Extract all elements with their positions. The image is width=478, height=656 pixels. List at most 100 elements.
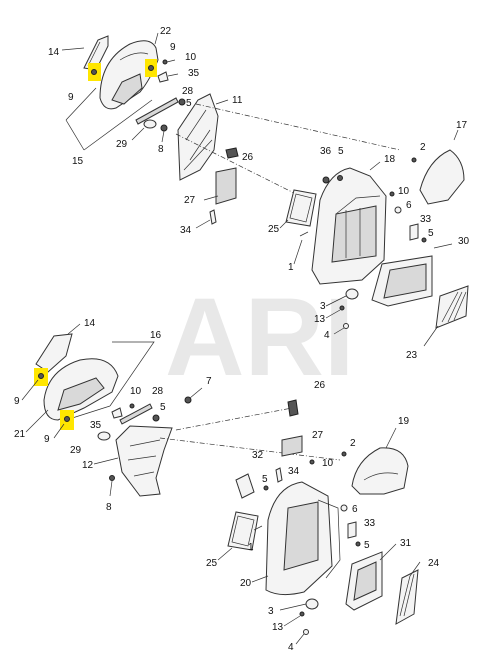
label-14-bottom: 14: [84, 318, 96, 329]
label-35-top: 35: [188, 68, 200, 79]
label-4-top: 4: [324, 330, 330, 341]
label-2-top: 2: [420, 142, 426, 153]
label-28-top: 28: [182, 86, 194, 97]
part-32-bottom: [235, 473, 255, 499]
part-6-right: [394, 206, 402, 214]
part-28-bottom: [119, 403, 153, 425]
part-3-bottom: [305, 598, 319, 610]
label-13-bottom: 13: [272, 622, 284, 633]
label-17-top: 17: [456, 120, 468, 131]
part-5-frame: [337, 175, 343, 181]
label-26-bottom: 26: [314, 380, 326, 391]
part-5-bottom-mid: [263, 485, 269, 491]
label-5-right: 5: [428, 228, 434, 239]
label-1-top: 1: [288, 262, 294, 273]
label-10-bottom-mid: 10: [322, 458, 334, 469]
label-31-bottom: 31: [400, 538, 412, 549]
part-17-dome: [419, 149, 465, 205]
label-12-bottom: 12: [82, 460, 94, 471]
part-10-bottom-mid: [309, 459, 315, 465]
label-26-top: 26: [242, 152, 254, 163]
label-14-top: 14: [48, 47, 60, 58]
part-20-body-opening: [283, 501, 319, 571]
label-30-top: 30: [458, 236, 470, 247]
label-22-top: 22: [160, 26, 172, 37]
part-10-right: [389, 191, 395, 197]
part-5-top: [178, 98, 186, 106]
part-8-top: [160, 124, 168, 132]
label-6-right: 6: [406, 200, 412, 211]
screw-9-right: [148, 65, 154, 71]
part-25-gasket: [285, 189, 317, 227]
part-5-bottom-right: [355, 541, 361, 547]
part-10-bottom: [129, 403, 135, 409]
screw-9-bottom-a: [38, 373, 44, 379]
label-5-frame: 5: [338, 146, 344, 157]
part-5-bottom: [152, 414, 160, 422]
label-15-top: 15: [72, 156, 84, 167]
label-27-top: 27: [184, 195, 196, 206]
part-3-top: [345, 288, 359, 300]
label-9-bottom-b: 9: [44, 434, 50, 445]
label-16-bottom: 16: [150, 330, 162, 341]
part-26-bottom: [287, 399, 299, 417]
label-5-bottom-mid: 5: [262, 474, 268, 485]
part-34-bottom: [275, 467, 283, 483]
part-10-top: [162, 59, 168, 65]
label-20-bottom: 20: [240, 578, 252, 589]
label-19-bottom: 19: [398, 416, 410, 427]
part-24-grille: [395, 569, 419, 625]
part-27-bottom: [281, 435, 303, 457]
label-5-bottom: 5: [160, 402, 166, 413]
label-21-bottom: 21: [14, 429, 26, 440]
part-7-bottom: [184, 396, 192, 404]
part-27-top: [215, 167, 237, 205]
label-5-top: 5: [186, 98, 192, 109]
part-22-housing-top: [99, 40, 159, 110]
part-22-housing-recess: [111, 73, 143, 105]
part-6-bottom: [340, 504, 348, 512]
part-2-bottom: [341, 451, 347, 457]
label-35-bottom: 35: [90, 420, 102, 431]
part-12-inner-panel: [115, 425, 173, 497]
label-25-bottom: 25: [206, 558, 218, 569]
label-13-top: 13: [314, 314, 326, 325]
label-27-bottom: 27: [312, 430, 324, 441]
label-33-right: 33: [420, 214, 432, 225]
label-11-top: 11: [232, 95, 243, 106]
part-2-top: [411, 157, 417, 163]
part-29-bottom: [97, 431, 111, 441]
label-34-bottom: 34: [288, 466, 300, 477]
label-33-bottom: 33: [364, 518, 376, 529]
label-28-bottom: 28: [152, 386, 164, 397]
label-34-top: 34: [180, 225, 192, 236]
part-18-frame-opening: [331, 205, 377, 263]
label-6-bottom: 6: [352, 504, 358, 515]
part-36: [322, 176, 330, 184]
label-3-bottom: 3: [268, 606, 274, 617]
part-13-bottom: [299, 611, 305, 617]
label-7-bottom: 7: [206, 376, 212, 387]
label-9-top-right: 9: [170, 42, 176, 53]
label-25-top: 25: [268, 224, 280, 235]
label-18-top: 18: [384, 154, 396, 165]
part-13-top: [339, 305, 345, 311]
part-19-dome: [351, 447, 409, 495]
part-35-top: [157, 71, 169, 83]
part-11-inner-cover: [177, 93, 219, 181]
screw-9-left: [91, 69, 97, 75]
label-5-bottom-right: 5: [364, 540, 370, 551]
label-9-top-left: 9: [68, 92, 74, 103]
label-32-bottom: 32: [252, 450, 264, 461]
label-1-bottom: 1: [248, 542, 254, 553]
label-24-bottom: 24: [428, 558, 440, 569]
label-10-top: 10: [185, 52, 197, 63]
label-23-top: 23: [406, 350, 418, 361]
part-35-bottom: [111, 407, 123, 419]
part-25-gasket-bottom: [227, 511, 259, 551]
label-29-bottom: 29: [70, 445, 82, 456]
part-23-grille: [435, 285, 469, 329]
label-8-top: 8: [158, 144, 164, 155]
